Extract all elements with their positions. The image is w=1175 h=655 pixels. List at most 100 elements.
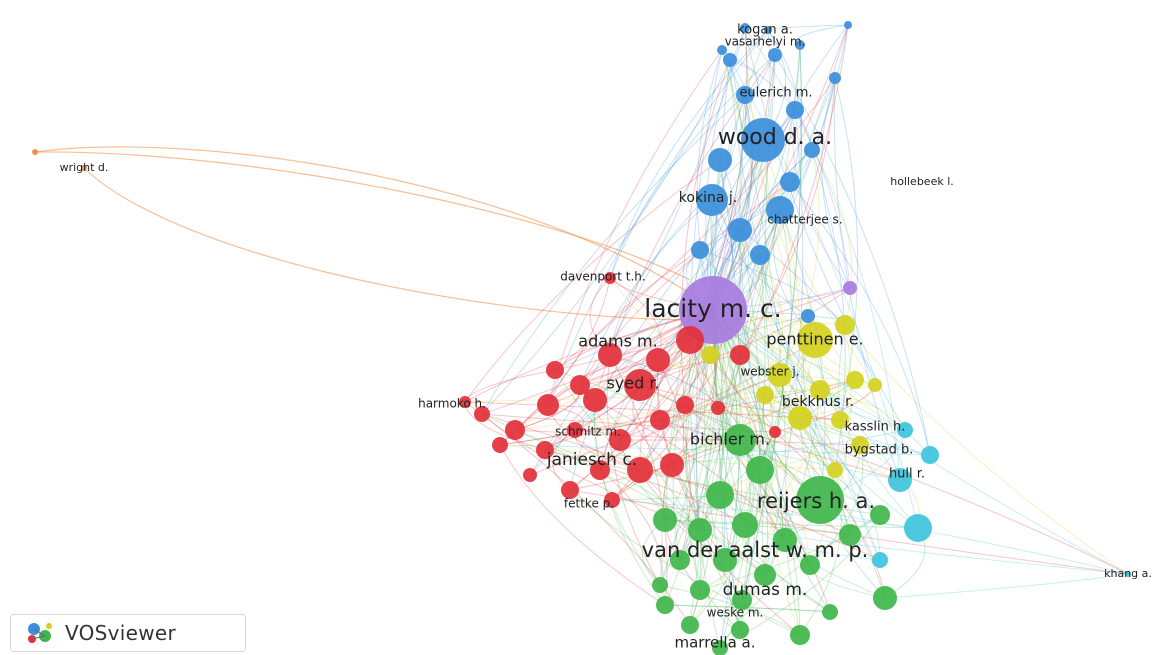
node-label[interactable]: fettke p. (564, 497, 614, 511)
node-purple[interactable] (843, 281, 857, 295)
node-yellow[interactable] (831, 411, 849, 429)
node-red[interactable] (474, 406, 490, 422)
node-green[interactable] (652, 577, 668, 593)
node-yellow[interactable] (835, 315, 855, 335)
node-label[interactable]: khang a. (1104, 567, 1152, 580)
node-green[interactable] (653, 508, 677, 532)
node-blue[interactable] (829, 72, 841, 84)
node-label[interactable]: lacity m. c. (644, 294, 781, 323)
node-green[interactable] (754, 564, 776, 586)
node-label[interactable]: bygstad b. (845, 443, 914, 458)
node-label[interactable]: bekkhus r. (782, 394, 854, 410)
node-green[interactable] (746, 456, 774, 484)
node-label[interactable]: adams m. (578, 332, 657, 351)
node-blue[interactable] (728, 218, 752, 242)
node-red[interactable] (459, 396, 471, 408)
node-label[interactable]: wood d. a. (718, 125, 832, 150)
node-green[interactable] (873, 586, 897, 610)
node-green[interactable] (731, 621, 749, 639)
node-yellow[interactable] (788, 406, 812, 430)
node-red[interactable] (609, 429, 631, 451)
node-red[interactable] (604, 272, 616, 284)
node-label[interactable]: kokina j. (679, 190, 737, 206)
node-green[interactable] (732, 590, 752, 610)
node-label[interactable]: van der aalst w. m. p. (642, 538, 869, 562)
node-green[interactable] (870, 505, 890, 525)
node-blue[interactable] (696, 184, 728, 216)
node-blue[interactable] (766, 196, 794, 224)
node-cyan[interactable] (888, 468, 912, 492)
node-red[interactable] (536, 441, 554, 459)
node-yellow[interactable] (701, 346, 719, 364)
node-label[interactable]: bichler m. (690, 430, 770, 449)
node-label[interactable]: chatterjee s. (767, 213, 842, 227)
node-cyan[interactable] (872, 552, 888, 568)
node-green[interactable] (688, 518, 712, 542)
node-label[interactable]: reijers h. a. (757, 489, 875, 513)
node-green[interactable] (681, 616, 699, 634)
node-blue[interactable] (740, 23, 750, 33)
node-blue[interactable] (750, 245, 770, 265)
node-red[interactable] (627, 457, 653, 483)
node-red[interactable] (624, 369, 656, 401)
node-green[interactable] (706, 481, 734, 509)
node-blue[interactable] (717, 45, 727, 55)
node-blue[interactable] (768, 48, 782, 62)
node-red[interactable] (537, 394, 559, 416)
node-cyan[interactable] (1125, 571, 1131, 577)
node-label[interactable]: hull r. (889, 467, 925, 482)
node-red[interactable] (646, 348, 670, 372)
node-red[interactable] (570, 375, 590, 395)
node-orange[interactable] (32, 149, 38, 155)
node-red[interactable] (505, 420, 525, 440)
node-yellow[interactable] (756, 386, 774, 404)
node-blue[interactable] (736, 86, 754, 104)
node-yellow[interactable] (846, 371, 864, 389)
node-blue[interactable] (844, 21, 852, 29)
node-label[interactable]: davenport t.h. (560, 270, 645, 284)
node-blue[interactable] (708, 148, 732, 172)
node-purple[interactable] (679, 276, 747, 344)
node-red[interactable] (769, 426, 781, 438)
node-red[interactable] (660, 453, 684, 477)
node-green[interactable] (712, 640, 728, 655)
node-cyan[interactable] (904, 514, 932, 542)
node-cyan[interactable] (921, 446, 939, 464)
node-label[interactable]: weske m. (707, 606, 764, 620)
node-red[interactable] (567, 422, 583, 438)
node-blue[interactable] (795, 40, 805, 50)
node-green[interactable] (724, 424, 756, 456)
node-cyan[interactable] (897, 422, 913, 438)
node-yellow[interactable] (810, 380, 830, 400)
node-label[interactable]: eulerich m. (739, 86, 812, 101)
node-yellow[interactable] (827, 462, 843, 478)
node-green[interactable] (656, 596, 674, 614)
node-red[interactable] (561, 481, 579, 499)
node-blue[interactable] (780, 172, 800, 192)
node-green[interactable] (822, 604, 838, 620)
node-red[interactable] (730, 345, 750, 365)
node-label[interactable]: syed r. (606, 374, 659, 393)
node-red[interactable] (523, 468, 537, 482)
node-green[interactable] (732, 512, 758, 538)
node-red[interactable] (492, 437, 508, 453)
node-green[interactable] (773, 528, 797, 552)
node-blue[interactable] (741, 118, 785, 162)
node-red[interactable] (546, 361, 564, 379)
node-red[interactable] (598, 343, 622, 367)
node-blue[interactable] (804, 142, 820, 158)
node-label[interactable]: schmitz m. (555, 425, 621, 439)
node-green[interactable] (670, 550, 690, 570)
node-red[interactable] (583, 388, 607, 412)
node-orange[interactable] (81, 165, 87, 171)
vosviewer-badge[interactable]: VOSviewer (10, 614, 246, 652)
node-label[interactable]: vasarhelyi m. (725, 35, 806, 49)
node-label[interactable]: wright d. (60, 161, 109, 174)
node-red[interactable] (711, 401, 725, 415)
node-yellow[interactable] (797, 322, 833, 358)
node-red[interactable] (590, 460, 610, 480)
node-red[interactable] (604, 492, 620, 508)
node-green[interactable] (713, 548, 737, 572)
node-label[interactable]: dumas m. (723, 580, 808, 600)
node-blue[interactable] (691, 241, 709, 259)
